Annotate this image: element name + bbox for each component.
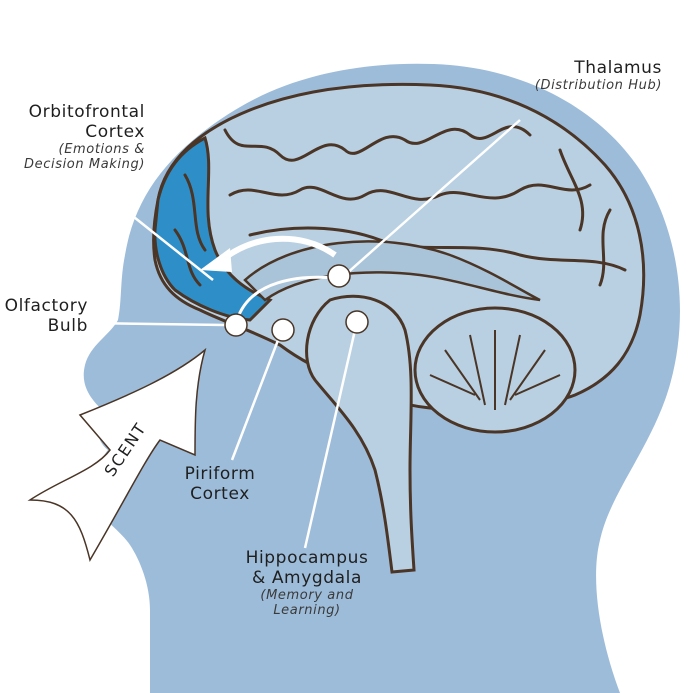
pathway-arrowhead xyxy=(200,248,232,272)
hippocampus-subtitle-line2: Learning) xyxy=(273,603,341,619)
orbitofrontal-title-line2: Cortex xyxy=(85,122,145,143)
cerebellum-folia xyxy=(429,330,561,410)
hippocampus-title-line2: & Amygdala xyxy=(251,568,363,589)
orbitofrontal-subtitle-line1: (Emotions & xyxy=(58,142,145,158)
hippocampus-amygdala-label: Hippocampus & Amygdala (Memory and Learn… xyxy=(232,548,382,619)
olfactory-bulb-label: Olfactory Bulb xyxy=(0,296,88,336)
hippocampus-title-line1: Hippocampus xyxy=(245,548,369,568)
olfactory-title-line1: Olfactory xyxy=(4,296,88,316)
orbitofrontal-title-line1: Orbitofrontal xyxy=(28,102,145,122)
thalamus-title: Thalamus xyxy=(574,58,662,78)
olfactory-title-line2: Bulb xyxy=(47,316,88,337)
leader-lines xyxy=(87,119,521,549)
piriform-cortex-label: Piriform Cortex xyxy=(170,464,270,504)
hippocampus-amygdala-node xyxy=(345,310,369,334)
olfactory-bulb-node xyxy=(224,313,248,337)
thalamus-subtitle: (Distribution Hub) xyxy=(534,78,662,94)
hippocampus-subtitle-line1: (Memory and xyxy=(260,588,354,604)
orbitofrontal-region xyxy=(153,135,273,322)
pathway-arrow xyxy=(217,235,337,265)
pathway-loop xyxy=(235,275,336,321)
thalamus-node xyxy=(327,264,351,288)
piriform-title-line2: Cortex xyxy=(190,484,250,505)
orbitofrontal-subtitle-line2: Decision Making) xyxy=(24,157,145,173)
orbitofrontal-label: Orbitofrontal Cortex (Emotions & Decisio… xyxy=(0,102,145,173)
piriform-cortex-node xyxy=(271,318,295,342)
scent-arrow xyxy=(27,347,207,562)
brainstem xyxy=(305,294,416,574)
corpus-callosum xyxy=(243,240,541,302)
piriform-title-line1: Piriform xyxy=(184,464,256,484)
thalamus-label: Thalamus (Distribution Hub) xyxy=(480,58,662,93)
